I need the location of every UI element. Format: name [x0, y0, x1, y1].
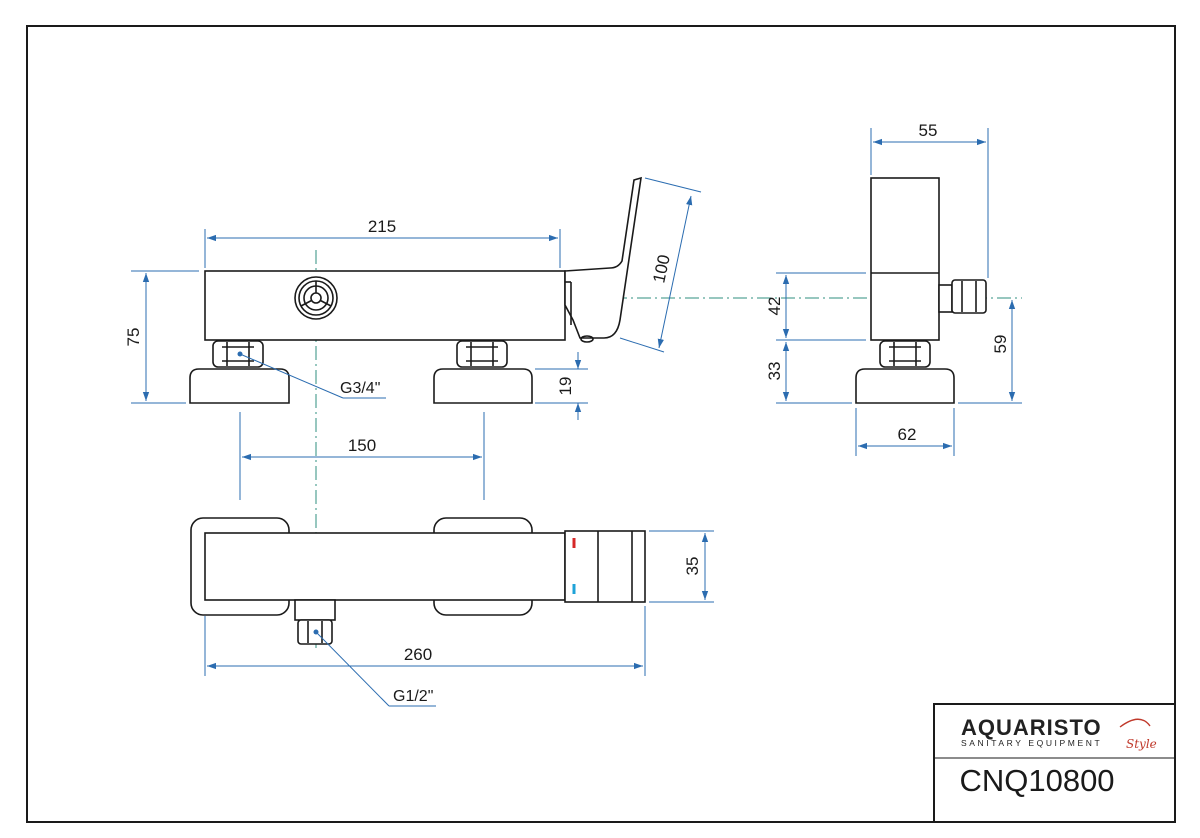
- dim-base-width: 62: [898, 425, 917, 444]
- thread-inlet-label: G3/4": [340, 380, 380, 397]
- dim-outlet-height: 59: [991, 335, 1010, 354]
- handle-lever: [564, 176, 642, 343]
- brand-name: AQUARISTO: [961, 715, 1102, 740]
- right-rosette: [433, 368, 533, 404]
- brand-logo: AQUARISTO SANITARY EQUIPMENT Style: [961, 715, 1157, 751]
- outlet-leader-dot: [313, 629, 319, 635]
- dim-overall-length: 260: [404, 645, 432, 664]
- dim-top-depth: 35: [683, 557, 702, 576]
- dim-side-depth: 55: [919, 121, 938, 140]
- left-rosette: [189, 368, 290, 404]
- top-view: [190, 517, 646, 645]
- dim-handle-length: 100: [649, 253, 673, 285]
- dim-lower-height: 33: [765, 362, 784, 381]
- dim-upper-height: 42: [765, 297, 784, 316]
- dim-body-length: 215: [368, 217, 396, 236]
- logo-swoosh-icon: [1119, 718, 1151, 728]
- outlet-leader: [315, 631, 390, 707]
- side-outlet-connector: [938, 279, 987, 314]
- dim-connection-spacing: 150: [348, 436, 376, 455]
- top-outlet-connector: [294, 599, 336, 645]
- inlet-leader: [239, 353, 344, 399]
- side-rosette: [855, 368, 955, 404]
- inlet-leader-dot: [237, 351, 243, 357]
- title-block: AQUARISTO SANITARY EQUIPMENT Style CNQ10…: [933, 703, 1176, 823]
- mixer-body: [204, 270, 566, 341]
- left-connection-nut: [212, 340, 264, 368]
- side-view: [855, 177, 987, 404]
- brand-style: Style: [1126, 737, 1157, 751]
- side-connection-nut: [879, 340, 931, 368]
- side-body: [870, 177, 940, 341]
- top-handle: [564, 530, 646, 603]
- dim-total-height: 75: [124, 328, 143, 347]
- drawing-frame: [26, 25, 1176, 823]
- dimension-lines: [131, 128, 1022, 707]
- top-body: [204, 532, 566, 601]
- brand-subtitle: SANITARY EQUIPMENT: [961, 738, 1102, 748]
- dim-base-height: 19: [556, 377, 575, 396]
- right-connection-nut: [456, 340, 508, 368]
- thread-outlet-label: G1/2": [393, 688, 433, 705]
- thermostat-knob: [294, 276, 338, 320]
- product-code: CNQ10800: [959, 763, 1114, 798]
- front-view: [189, 176, 642, 404]
